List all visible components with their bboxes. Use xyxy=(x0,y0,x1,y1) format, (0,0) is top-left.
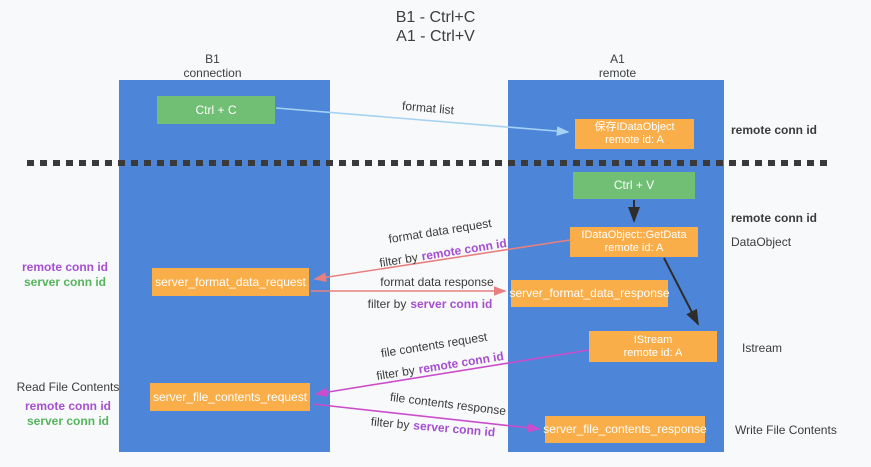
node-server-file-contents-response-label: server_file_contents_response xyxy=(543,422,707,436)
annotation-remote-conn-id-top: remote conn id xyxy=(731,123,818,137)
node-ctrl-c: Ctrl + C xyxy=(157,96,275,124)
node-save-idataobject-line1: 保存IDataObject xyxy=(594,121,675,133)
diagram-title: B1 - Ctrl+C A1 - Ctrl+V xyxy=(0,8,871,46)
edge-label-format-list: format list xyxy=(401,98,455,118)
annotation-write-file-contents: Write File Contents xyxy=(735,423,837,437)
edge-label-file-contents-response: file contents response xyxy=(389,389,507,419)
lane-b1-name: B1 xyxy=(205,52,220,66)
lane-header-a1: A1 remote xyxy=(565,52,670,80)
node-server-format-data-request-label: server_format_data_request xyxy=(155,274,306,289)
filter-key-remote-conn-id: remote conn id xyxy=(417,349,505,377)
lane-b1-sub: connection xyxy=(183,66,242,80)
node-ctrl-v-label: Ctrl + V xyxy=(613,178,655,192)
title-line-2: A1 - Ctrl+V xyxy=(396,28,475,45)
title-line-1: B1 - Ctrl+C xyxy=(395,9,476,26)
annotation-left-server-conn-id: server conn id xyxy=(23,275,107,289)
edge-label-format-data-response: format data response xyxy=(380,275,494,289)
filter-prefix: filter by xyxy=(378,250,419,270)
node-getdata-line2: remote id: A xyxy=(604,242,664,254)
node-server-format-data-response-label: server_format_data_response xyxy=(509,286,670,300)
node-save-idataobject: 保存IDataObject remote id: A xyxy=(575,119,694,149)
annotation-istream: Istream xyxy=(742,341,783,355)
node-istream: IStream remote id: A xyxy=(589,331,717,362)
filter-prefix: filter by xyxy=(367,297,407,311)
lane-a1-sub: remote xyxy=(598,66,637,80)
node-server-format-data-request: server_format_data_request xyxy=(152,268,309,296)
phase-separator-dashed-line xyxy=(27,160,830,166)
node-istream-line1: IStream xyxy=(633,333,673,346)
annotation-left-remote-conn-id-bottom: remote conn id xyxy=(24,399,111,413)
node-save-idataobject-line2: remote id: A xyxy=(605,134,664,146)
node-getdata-line1: IDataObject::GetData xyxy=(581,229,687,241)
filter-prefix: filter by xyxy=(375,363,416,383)
lane-a1-name: A1 xyxy=(610,52,625,66)
annotation-left-conn-ids: remote conn id server conn id xyxy=(15,260,115,290)
annotation-left-remote-conn-id: remote conn id xyxy=(21,260,108,274)
annotation-left-server-conn-id-bottom: server conn id xyxy=(26,414,110,428)
filter-key-server-conn-id: server conn id xyxy=(412,418,496,440)
annotation-remote-conn-id-mid: remote conn id xyxy=(731,211,818,225)
node-server-file-contents-request-label: server_file_contents_request xyxy=(152,389,308,404)
filter-key-server-conn-id: server conn id xyxy=(410,297,493,311)
filter-key-remote-conn-id: remote conn id xyxy=(420,236,508,264)
filter-prefix: filter by xyxy=(370,414,411,432)
node-ctrl-v: Ctrl + V xyxy=(573,172,695,199)
annotation-read-file-block: Read File Contents remote conn id server… xyxy=(12,380,124,429)
node-idataobject-getdata: IDataObject::GetData remote id: A xyxy=(570,227,698,257)
annotation-dataobject: DataObject xyxy=(731,235,792,249)
annotation-read-file-contents: Read File Contents xyxy=(16,380,120,394)
node-server-format-data-response: server_format_data_response xyxy=(509,280,670,307)
node-server-file-contents-response: server_file_contents_response xyxy=(543,416,707,443)
node-ctrl-c-label: Ctrl + C xyxy=(195,102,237,117)
lane-header-b1: B1 connection xyxy=(160,52,265,80)
node-server-file-contents-request: server_file_contents_request xyxy=(150,383,310,411)
node-istream-line2: remote id: A xyxy=(623,346,683,359)
